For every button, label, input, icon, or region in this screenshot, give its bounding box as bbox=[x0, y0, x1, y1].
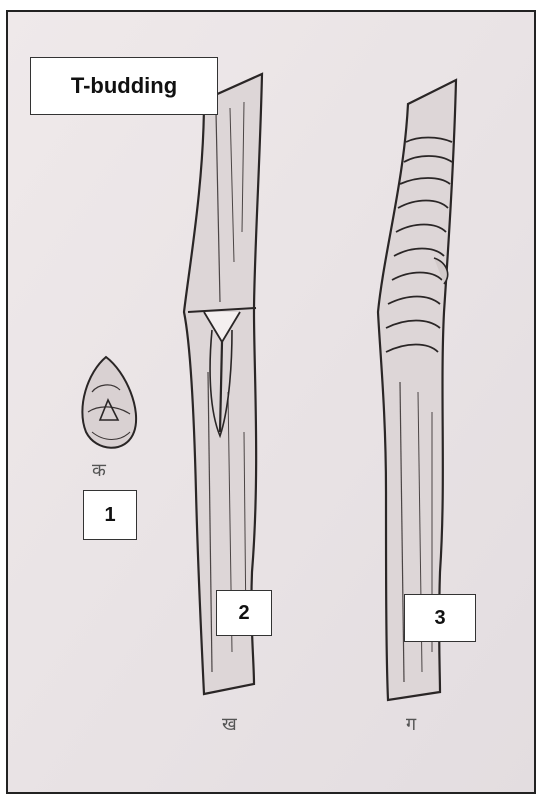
step-label-3: 3 bbox=[404, 594, 476, 642]
t-budding-illustration bbox=[8, 12, 534, 792]
step-label-1: 1 bbox=[83, 490, 137, 540]
script-mark-ga: ग bbox=[406, 712, 416, 736]
script-mark-ka: क bbox=[92, 458, 106, 482]
step-label-2: 2 bbox=[216, 590, 272, 636]
script-mark-kha: ख bbox=[222, 712, 237, 736]
figure-frame: क ख ग T-budding 1 2 3 bbox=[6, 10, 536, 794]
figure-title: T-budding bbox=[30, 57, 218, 115]
